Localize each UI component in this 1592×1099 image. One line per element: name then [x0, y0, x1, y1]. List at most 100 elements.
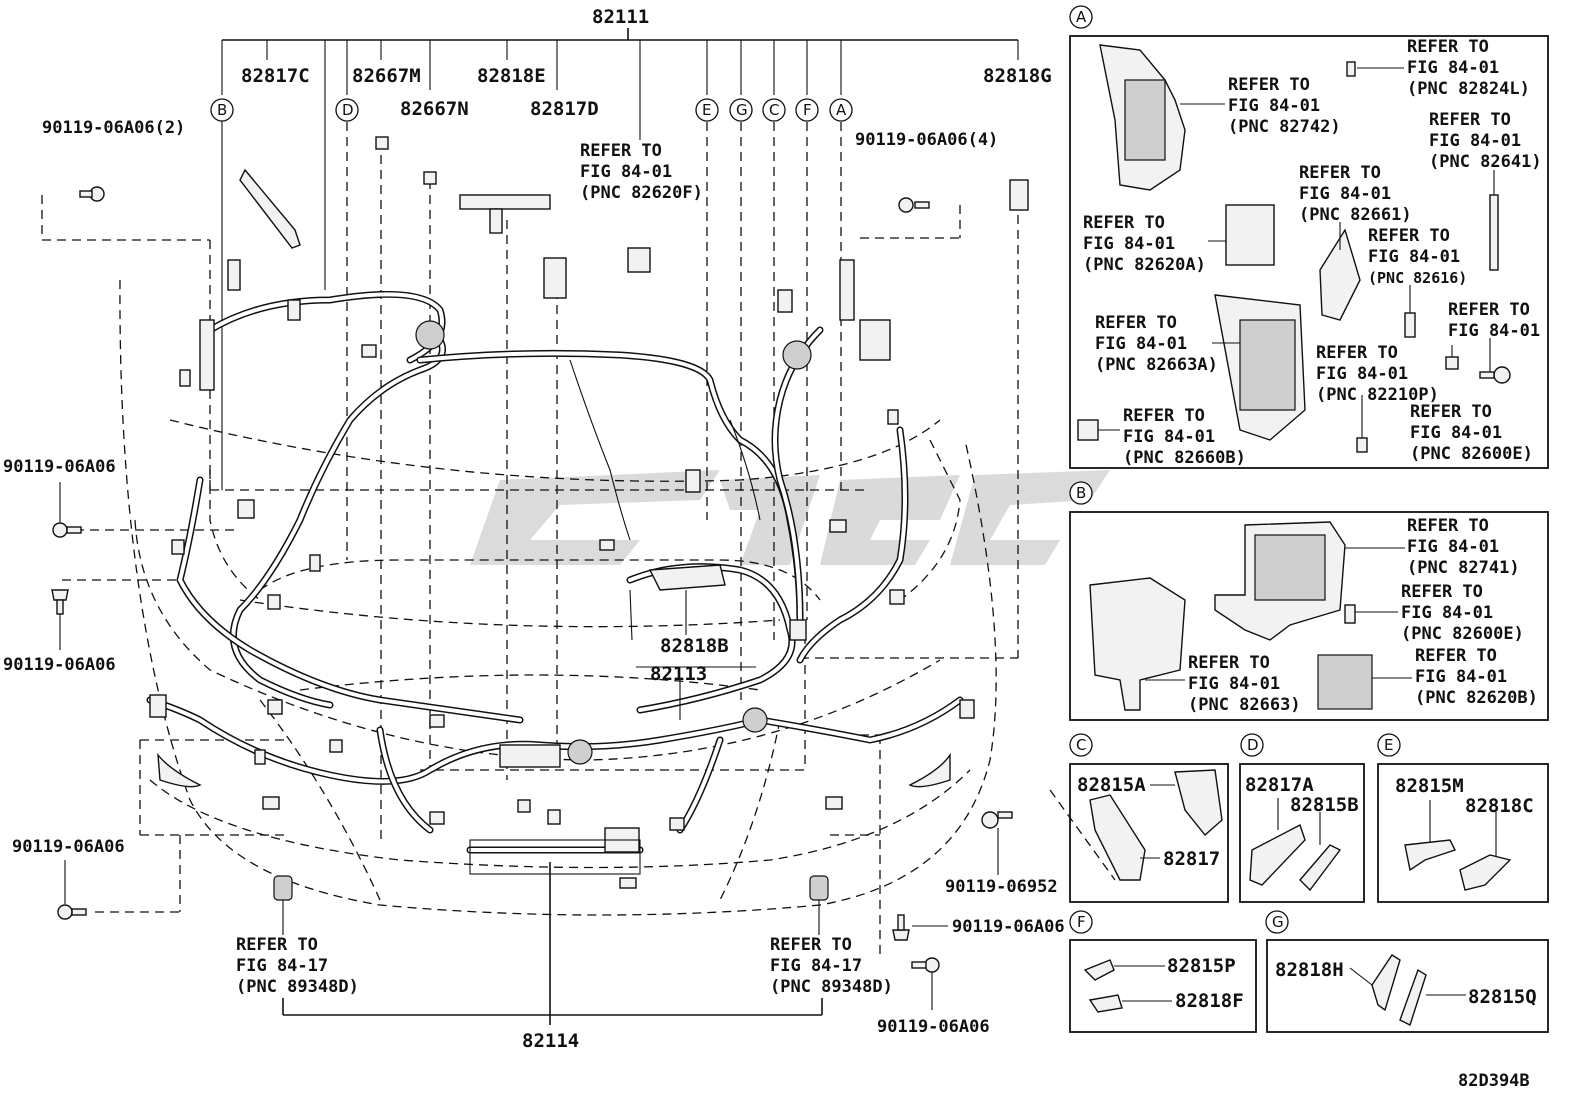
- panel-F: [1069, 939, 1257, 1033]
- callout-panel-B: B: [1069, 481, 1093, 505]
- label-bolt-2: 90119-06A06(2): [42, 118, 185, 138]
- refer-82661: REFER TO FIG 84-01 (PNC 82661): [1299, 163, 1412, 225]
- svg-text:REFER TO: REFER TO: [1316, 343, 1398, 363]
- panel-F-parts: [1083, 959, 1172, 1013]
- callout-panel-F: F: [1069, 910, 1093, 934]
- svg-text:(PNC 82742): (PNC 82742): [1228, 117, 1341, 137]
- refer-82620B: REFER TO FIG 84-01 (PNC 82620B): [1415, 646, 1538, 708]
- label-82667M: 82667M: [352, 65, 421, 87]
- svg-text:FIG 84-01: FIG 84-01: [1415, 667, 1507, 687]
- svg-text:(PNC 82616): (PNC 82616): [1368, 269, 1467, 287]
- svg-text:FIG 84-01: FIG 84-01: [1095, 334, 1187, 354]
- label-82815M: 82815M: [1395, 775, 1464, 797]
- svg-text:REFER TO: REFER TO: [1368, 226, 1450, 246]
- svg-text:REFER TO: REFER TO: [1228, 75, 1310, 95]
- refer-82641: REFER TO FIG 84-01 (PNC 82641): [1429, 110, 1542, 172]
- refer-82210P: REFER TO FIG 84-01 (PNC 82210P): [1316, 343, 1439, 405]
- svg-text:REFER TO: REFER TO: [1123, 406, 1205, 426]
- refer-82600E-B: REFER TO FIG 84-01 (PNC 82600E): [1401, 582, 1524, 644]
- panel-A-leaders: [1098, 67, 1495, 438]
- svg-text:G: G: [1272, 913, 1284, 931]
- label-82111: 82111: [592, 6, 649, 28]
- svg-text:REFER TO: REFER TO: [770, 935, 852, 955]
- leader-82818B: [629, 589, 687, 641]
- svg-text:FIG 84-01: FIG 84-01: [1407, 537, 1499, 557]
- panel-E-parts: [1404, 800, 1512, 891]
- svg-text:(PNC 82663): (PNC 82663): [1188, 695, 1301, 715]
- diagram-code: 82D394B: [1458, 1071, 1530, 1091]
- svg-text:D: D: [342, 101, 354, 119]
- svg-text:REFER TO: REFER TO: [1083, 213, 1165, 233]
- label-82815A: 82815A: [1077, 774, 1146, 796]
- svg-text:(PNC 82663A): (PNC 82663A): [1095, 355, 1218, 375]
- svg-text:FIG 84-01: FIG 84-01: [1429, 131, 1521, 151]
- refer-left-89348D: REFER TO FIG 84-17 (PNC 89348D): [236, 935, 359, 997]
- refer-82616: REFER TO FIG 84-01 (PNC 82616): [1368, 226, 1467, 287]
- label-82818E: 82818E: [477, 65, 546, 87]
- refer-82663A: REFER TO FIG 84-01 (PNC 82663A): [1095, 313, 1218, 375]
- refer-82600E-A: REFER TO FIG 84-01 (PNC 82600E): [1410, 402, 1533, 464]
- svg-text:(PNC 82210P): (PNC 82210P): [1316, 385, 1439, 405]
- callout-panel-C: C: [1069, 733, 1093, 757]
- refer-82660B: REFER TO FIG 84-01 (PNC 82660B): [1123, 406, 1246, 468]
- panel-D-parts: [1249, 798, 1342, 892]
- svg-text:(PNC 82824L): (PNC 82824L): [1407, 79, 1530, 99]
- clip-left: [273, 875, 293, 935]
- label-bolt-left-1: 90119-06A06: [3, 457, 116, 477]
- panel-A-parts: [1077, 44, 1511, 453]
- label-82818B: 82818B: [660, 635, 729, 657]
- svg-text:(PNC 82661): (PNC 82661): [1299, 205, 1412, 225]
- label-82817C: 82817C: [241, 65, 310, 87]
- connectors: [79, 136, 1029, 889]
- leader-82111: [221, 28, 1019, 490]
- label-82667N: 82667N: [400, 98, 469, 120]
- panel-C-parts: [1089, 769, 1223, 881]
- svg-text:F: F: [1077, 913, 1086, 931]
- bolt-bottom-right-1: [892, 914, 948, 941]
- label-82817D: 82817D: [530, 98, 599, 120]
- panel-B-parts: [1089, 521, 1373, 711]
- svg-text:REFER TO: REFER TO: [1095, 313, 1177, 333]
- refer-82620F: REFER TO FIG 84-01 (PNC 82620F): [580, 141, 703, 203]
- svg-text:F: F: [803, 101, 812, 119]
- svg-text:E: E: [702, 101, 711, 119]
- svg-text:FIG 84-01: FIG 84-01: [1407, 58, 1499, 78]
- svg-text:B: B: [1076, 484, 1086, 502]
- panel-A: [1069, 35, 1549, 469]
- svg-text:REFER TO: REFER TO: [1188, 653, 1270, 673]
- svg-text:C: C: [1076, 736, 1086, 754]
- refer-82663: REFER TO FIG 84-01 (PNC 82663): [1188, 653, 1301, 715]
- dashed-leaders: [41, 122, 1116, 960]
- svg-text:FIG 84-01: FIG 84-01: [1410, 423, 1502, 443]
- svg-text:(PNC 82660B): (PNC 82660B): [1123, 448, 1246, 468]
- svg-text:(PNC 89348D): (PNC 89348D): [236, 977, 359, 997]
- svg-text:FIG 84-17: FIG 84-17: [236, 956, 328, 976]
- callout-panel-A: A: [1069, 5, 1093, 29]
- svg-text:C: C: [769, 101, 779, 119]
- svg-text:(PNC 89348D): (PNC 89348D): [770, 977, 893, 997]
- svg-text:(PNC 82620F): (PNC 82620F): [580, 183, 703, 203]
- label-82817: 82817: [1163, 848, 1220, 870]
- svg-text:E: E: [1384, 736, 1393, 754]
- label-82818G: 82818G: [983, 65, 1052, 87]
- refer-82741: REFER TO FIG 84-01 (PNC 82741): [1407, 516, 1520, 578]
- svg-text:FIG 84-01: FIG 84-01: [1123, 427, 1215, 447]
- svg-text:REFER TO: REFER TO: [580, 141, 662, 161]
- svg-text:FIG 84-01: FIG 84-01: [1228, 96, 1320, 116]
- svg-text:FIG 84-01: FIG 84-01: [1188, 674, 1280, 694]
- svg-text:A: A: [836, 101, 847, 119]
- panel-G-parts: [1349, 954, 1466, 1026]
- label-82818F: 82818F: [1175, 990, 1244, 1012]
- panel-B: [1069, 511, 1549, 721]
- svg-text:REFER TO: REFER TO: [1448, 300, 1530, 320]
- svg-text:FIG 84-01: FIG 84-01: [1448, 321, 1540, 341]
- label-bolt-left-2: 90119-06A06: [3, 655, 116, 675]
- panel-C: [1069, 763, 1229, 903]
- panel-D: [1239, 763, 1365, 903]
- svg-text:FIG 84-01: FIG 84-01: [580, 162, 672, 182]
- label-bolt-bottom-right-2: 90119-06A06: [877, 1017, 990, 1037]
- svg-text:FIG 84-01: FIG 84-01: [1401, 603, 1493, 623]
- label-bolt-06952: 90119-06952: [945, 877, 1058, 897]
- label-bolt-bottom-right-1: 90119-06A06: [952, 917, 1065, 937]
- svg-text:REFER TO: REFER TO: [1407, 516, 1489, 536]
